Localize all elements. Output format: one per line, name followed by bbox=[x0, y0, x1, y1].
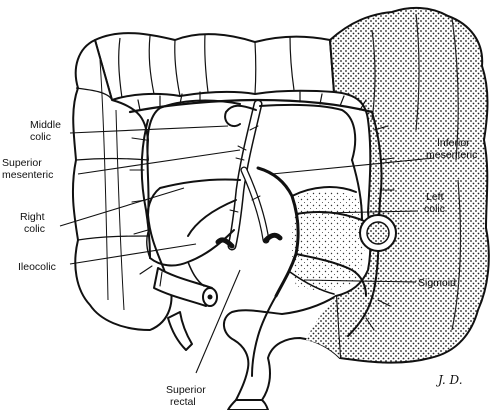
leader-right-colic bbox=[59, 187, 185, 227]
label-inferior-mesenteric: Inferior mesenteric bbox=[426, 137, 477, 161]
label-superior-rectal: Superior rectal bbox=[166, 384, 209, 408]
label-ileocolic: Ileocolic bbox=[18, 261, 56, 273]
haustra-markings bbox=[75, 13, 462, 331]
label-left-colic: Left colic bbox=[424, 191, 446, 215]
label-superior-mesenteric: Superior mesenteric bbox=[2, 157, 53, 181]
labels: Middle colic Superior mesenteric Right c… bbox=[2, 119, 477, 408]
leader-superior-rectal bbox=[195, 269, 241, 374]
appendix bbox=[167, 311, 193, 351]
label-middle-colic: Middle colic bbox=[30, 119, 64, 143]
leader-inferior-mesenteric bbox=[271, 157, 435, 175]
superior-rectal-artery bbox=[251, 295, 277, 377]
leader-sigmoid bbox=[303, 279, 417, 283]
middle-colic-artery bbox=[224, 104, 257, 128]
label-right-colic: Right colic bbox=[20, 211, 47, 235]
leader-ileocolic bbox=[69, 243, 197, 265]
sigmoid-mesentery bbox=[291, 191, 366, 291]
sigmoid-artery bbox=[295, 253, 367, 297]
ascending-colon bbox=[71, 39, 173, 331]
marginal-artery bbox=[128, 98, 374, 114]
label-sigmoid: Sigmoid bbox=[418, 277, 456, 289]
leader-left-colic bbox=[321, 210, 419, 214]
rectum bbox=[227, 399, 269, 410]
artist-signature: J. D. bbox=[435, 373, 463, 387]
right-colic-artery bbox=[146, 178, 241, 225]
colon bbox=[71, 6, 490, 410]
sigmoid-stippled bbox=[306, 296, 340, 358]
terminal-ileum bbox=[153, 267, 213, 307]
sigmoid-colon bbox=[223, 295, 341, 401]
colon-cross-section bbox=[359, 214, 397, 252]
arterial-tree bbox=[128, 91, 395, 377]
leader-lines bbox=[59, 125, 435, 374]
descending-colon bbox=[329, 6, 490, 364]
transverse-colon bbox=[94, 32, 335, 101]
leader-middle-colic bbox=[69, 125, 229, 134]
ileocolic-artery bbox=[149, 229, 235, 267]
leader-superior-mesenteric bbox=[77, 149, 241, 175]
inferior-mesenteric-artery bbox=[256, 166, 300, 298]
